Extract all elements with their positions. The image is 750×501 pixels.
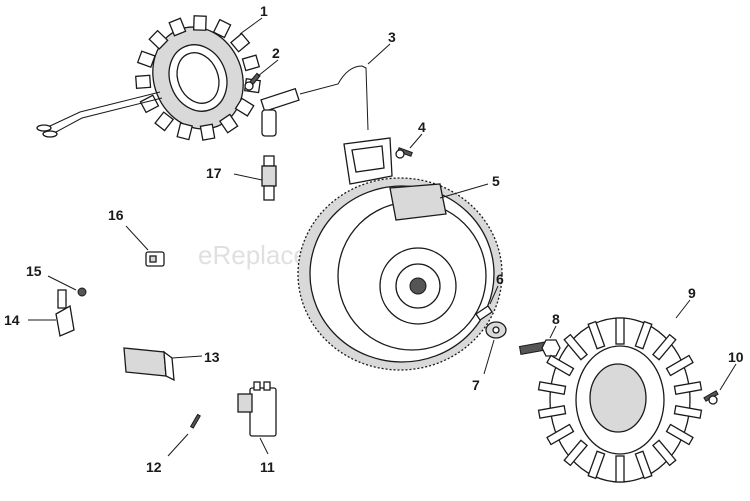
callout-1: 1 xyxy=(260,3,268,19)
fan-screw-part[interactable] xyxy=(703,390,719,405)
callout-2: 2 xyxy=(272,45,280,61)
ignition-module-part[interactable] xyxy=(260,65,393,185)
ignition-screw-part[interactable] xyxy=(395,147,413,159)
screw-part[interactable] xyxy=(244,72,261,91)
callout-3: 3 xyxy=(388,29,396,45)
callout-16: 16 xyxy=(108,207,124,223)
stator-part[interactable] xyxy=(36,0,279,159)
callout-13: 13 xyxy=(204,349,220,365)
bracket-part[interactable] xyxy=(55,289,75,337)
callout-5: 5 xyxy=(492,173,500,189)
callout-11: 11 xyxy=(260,459,275,475)
callout-8: 8 xyxy=(552,311,560,327)
flywheel-nut-part[interactable] xyxy=(518,339,561,357)
nut-part[interactable] xyxy=(77,287,87,297)
callout-17: 17 xyxy=(206,165,222,181)
clip-part[interactable] xyxy=(123,347,175,382)
rectifier-regulator-part[interactable] xyxy=(237,381,277,437)
callout-6: 6 xyxy=(496,271,504,287)
spark-plug-part[interactable] xyxy=(261,155,277,201)
callout-7: 7 xyxy=(472,377,480,393)
callout-14: 14 xyxy=(4,312,20,328)
callout-4: 4 xyxy=(418,119,426,135)
callout-12: 12 xyxy=(146,459,162,475)
cooling-fan-part[interactable] xyxy=(537,317,703,483)
washer-part[interactable] xyxy=(485,321,507,339)
callout-10: 10 xyxy=(728,349,744,365)
rectifier-screw-part[interactable] xyxy=(189,413,201,429)
flywheel-part[interactable] xyxy=(297,177,503,371)
terminal-part[interactable] xyxy=(145,251,165,267)
flywheel-key-part[interactable] xyxy=(475,305,493,321)
callout-15: 15 xyxy=(26,263,42,279)
callout-leaders xyxy=(28,17,737,457)
callout-9: 9 xyxy=(688,285,696,301)
